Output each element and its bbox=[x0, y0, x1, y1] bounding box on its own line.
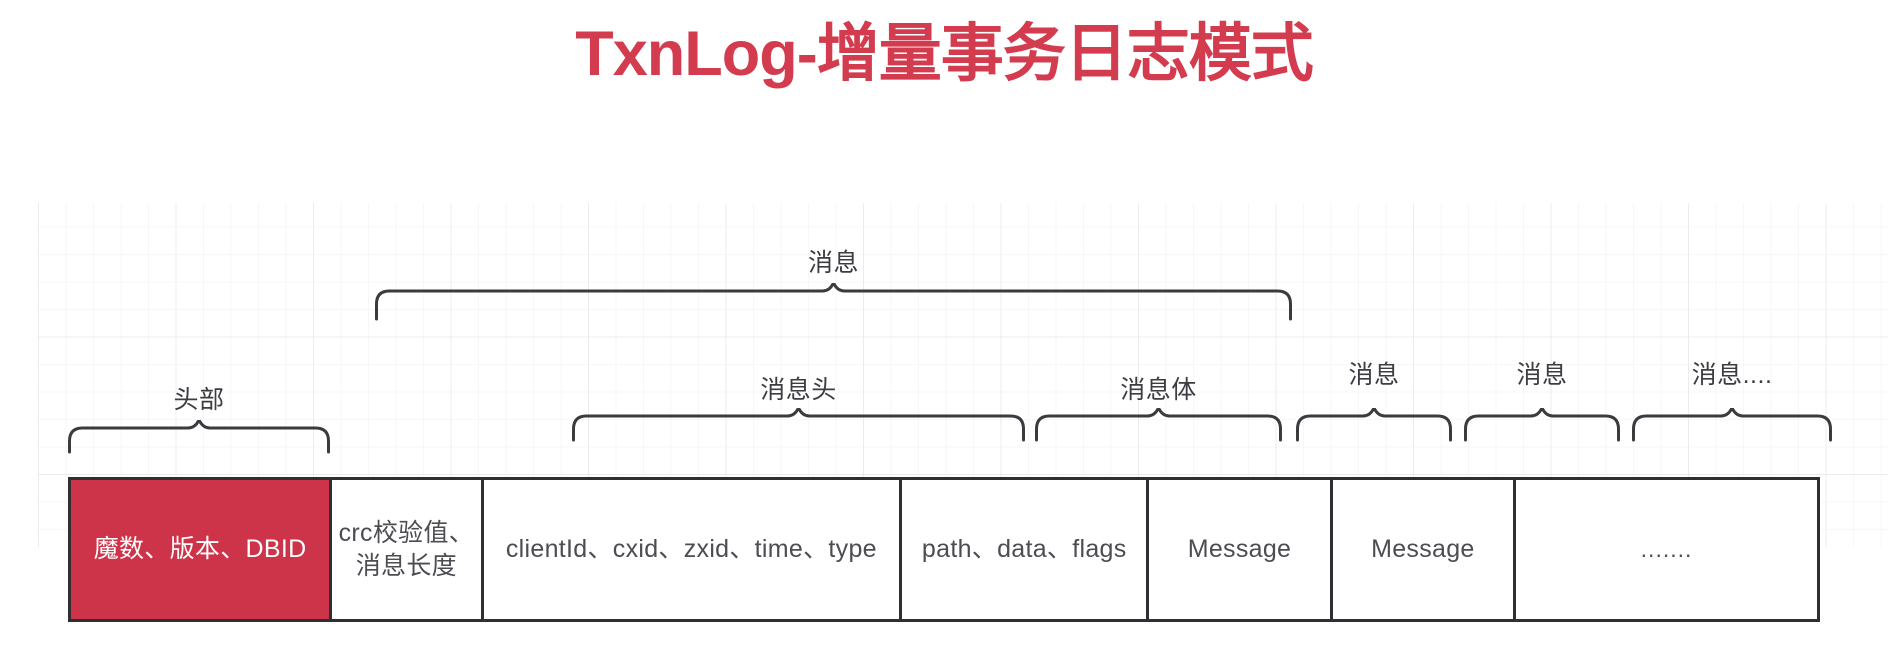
layout-cell-label: 魔数、版本、DBID bbox=[93, 535, 307, 563]
layout-cell-label: clientId、cxid、zxid、time、type bbox=[505, 535, 877, 563]
brace-message-more bbox=[1632, 408, 1832, 444]
layout-cell-header: 魔数、版本、DBID bbox=[71, 480, 333, 619]
brace-message-top-label: 消息 bbox=[807, 249, 860, 277]
layout-cell-message-1: Message bbox=[1149, 480, 1333, 619]
layout-cell-label: crc校验值、消息长度 bbox=[338, 518, 475, 580]
layout-cell-label: Message bbox=[1187, 535, 1292, 563]
layout-cell-label: Message bbox=[1371, 535, 1475, 563]
brace-header-label: 头部 bbox=[173, 386, 225, 414]
layout-cell-message-2: Message bbox=[1332, 480, 1517, 619]
brace-message-top bbox=[375, 283, 1292, 323]
brace-msg-head bbox=[572, 408, 1025, 444]
brace-message-2-label: 消息 bbox=[1516, 361, 1568, 389]
layout-cell-msg-len: crc校验值、消息长度 bbox=[332, 480, 484, 619]
brace-message-1 bbox=[1296, 408, 1452, 444]
brace-header bbox=[68, 420, 330, 456]
brace-message-2 bbox=[1464, 408, 1620, 444]
layout-cell-label: path、data、flags bbox=[921, 535, 1127, 563]
page-title: TxnLog-增量事务日志模式 bbox=[575, 19, 1313, 89]
layout-cell-message-more: ....... bbox=[1516, 480, 1818, 619]
brace-msg-body bbox=[1035, 408, 1282, 444]
brace-msg-head-label: 消息头 bbox=[760, 376, 837, 404]
layout-cell-msg-body: path、data、flags bbox=[902, 480, 1150, 619]
brace-message-1-label: 消息 bbox=[1348, 361, 1400, 389]
byte-layout-row: 魔数、版本、DBID crc校验值、消息长度 clientId、cxid、zxid、… bbox=[68, 477, 1820, 622]
brace-msg-body-label: 消息体 bbox=[1120, 376, 1197, 404]
layout-cell-msg-head: clientId、cxid、zxid、time、type bbox=[483, 480, 903, 619]
brace-message-more-label: 消息.... bbox=[1691, 361, 1773, 389]
layout-cell-label: ....... bbox=[1640, 536, 1693, 563]
